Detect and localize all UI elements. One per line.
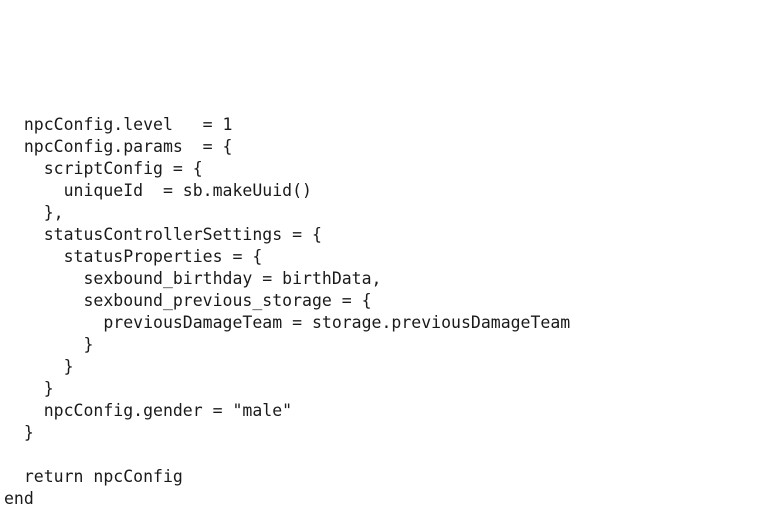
code-line: statusProperties = {: [4, 247, 263, 266]
code-line: },: [4, 203, 64, 222]
code-line: end: [4, 489, 34, 508]
code-line: previousDamageTeam = storage.previousDam…: [4, 313, 571, 332]
code-line: statusControllerSettings = {: [4, 225, 322, 244]
code-line: sexbound_previous_storage = {: [4, 291, 372, 310]
code-view: npcConfig.level = 1 npcConfig.params = {…: [4, 114, 764, 510]
code-line: npcConfig.level = 1: [4, 115, 233, 134]
code-line: uniqueId = sb.makeUuid(): [4, 181, 312, 200]
code-line: return npcConfig: [4, 467, 183, 486]
code-line: }: [4, 379, 54, 398]
code-line: npcConfig.params = {: [4, 137, 233, 156]
code-line: [4, 444, 764, 466]
code-line: scriptConfig = {: [4, 159, 203, 178]
code-line: npcConfig.gender = "male": [4, 401, 293, 420]
code-line: }: [4, 335, 94, 354]
code-line: }: [4, 423, 34, 442]
code-line: }: [4, 357, 74, 376]
code-line: sexbound_birthday = birthData,: [4, 269, 382, 288]
